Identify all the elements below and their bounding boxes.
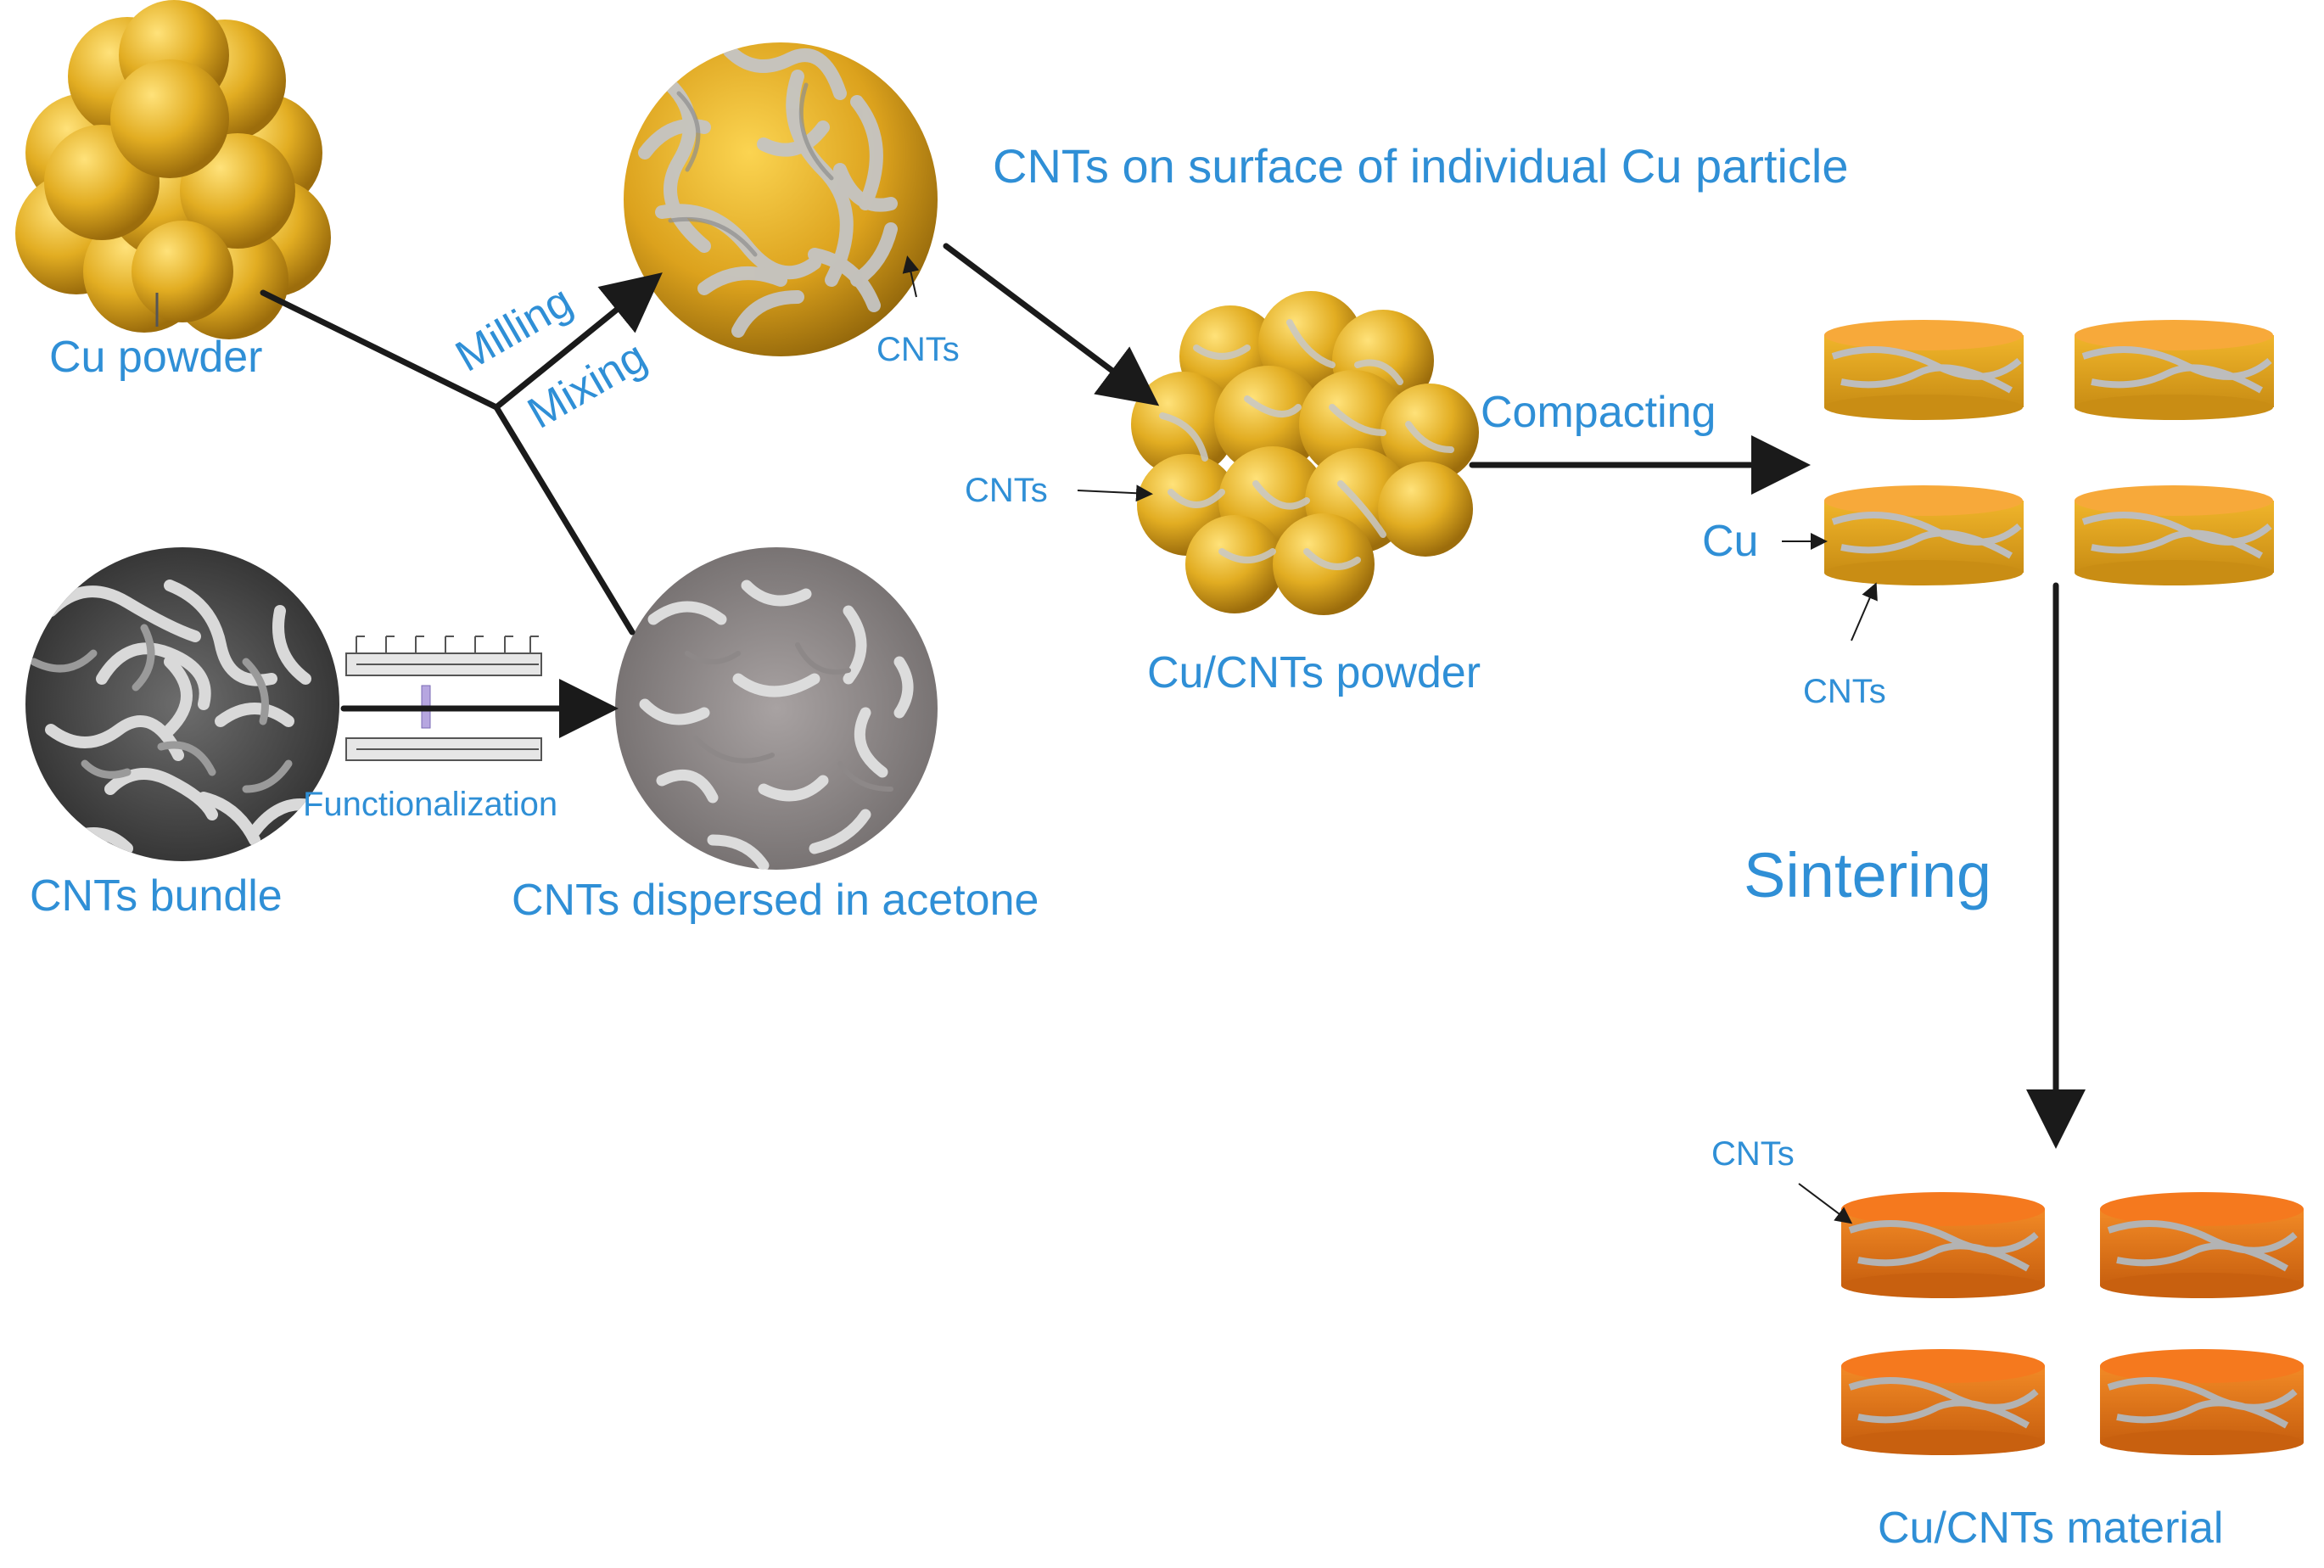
cnts-disc-pointer-label: CNTs: [1803, 673, 1886, 710]
cu-powder-cluster: [15, 0, 331, 339]
cu-cnts-material-label: Cu/CNTs material: [1878, 1504, 2224, 1553]
arrow-junction-to-particle: [493, 272, 663, 411]
arrow-particle-to-powder: [943, 243, 1160, 406]
cnts-dispersed-label: CNTs dispersed in acetone: [512, 876, 1039, 925]
disc-orange-4: [2100, 1349, 2304, 1455]
disc-orange-3: [1841, 1349, 2045, 1455]
functionalization-label: Functionalization: [303, 786, 558, 823]
disc-gold-3: [1824, 485, 2024, 585]
sintering-label: Sintering: [1744, 840, 1992, 910]
cu-powder-label: Cu powder: [49, 333, 263, 382]
compacting-label: Compacting: [1481, 388, 1716, 437]
cnts-dispersed-sem: [615, 547, 938, 870]
disc-gold-4: [2075, 485, 2274, 585]
cu-cnts-powder-cluster: [1131, 291, 1479, 615]
cu-particle-with-cnts: [624, 42, 938, 356]
arrow-junction-to-dispersed: [493, 404, 636, 636]
compacted-discs: [1824, 320, 2274, 585]
disc-gold-1: [1824, 320, 2024, 420]
disc-orange-1: [1841, 1192, 2045, 1298]
cnts-sintered-pointer-label: CNTs: [1711, 1135, 1795, 1173]
sintered-discs: [1841, 1192, 2304, 1455]
disc-orange-2: [2100, 1192, 2304, 1298]
functionalization-schematic: [345, 636, 542, 761]
cnts-particle-pointer-label: CNTs: [876, 331, 960, 368]
cnts-bundle-sem: [25, 547, 339, 861]
arrow-cu-to-junction: [260, 289, 500, 411]
cnts-powder-pointer-label: CNTs: [965, 472, 1048, 509]
cu-cnts-powder-label: Cu/CNTs powder: [1147, 648, 1481, 697]
disc-gold-2: [2075, 320, 2274, 420]
cnts-bundle-label: CNTs bundle: [30, 871, 283, 921]
cu-pointer-label: Cu: [1702, 517, 1759, 566]
cnts-on-surface-label: CNTs on surface of individual Cu particl…: [993, 139, 1849, 193]
process-arrows: [260, 243, 2086, 1149]
